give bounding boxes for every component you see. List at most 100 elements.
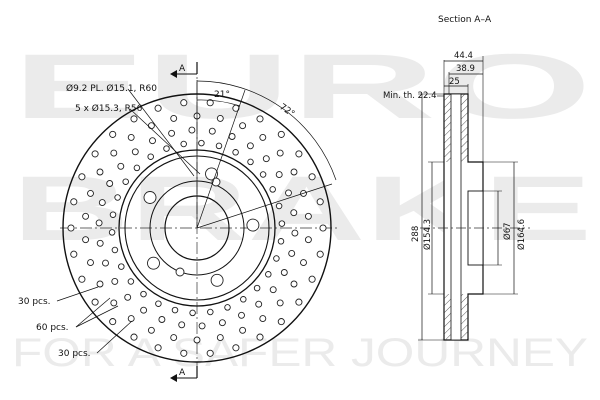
middle-row-hole [82, 212, 90, 220]
outer-row-hole [277, 318, 285, 326]
section-view: Section A–A 44.4 38.9 [383, 15, 530, 341]
middle-row-hole [239, 122, 247, 130]
outer-row-hole [67, 224, 75, 232]
bolt-hole [143, 191, 157, 204]
inner-row-hole [171, 306, 179, 314]
middle-row-hole [110, 149, 118, 157]
middle-row-hole [96, 168, 104, 176]
middle-row-hole [259, 133, 267, 141]
outer-row-hole [70, 250, 78, 258]
middle-row-hole [147, 326, 155, 334]
inner-row-hole [127, 278, 135, 285]
section-marker-bottom: A [170, 366, 198, 382]
hatch-right-plate-top [461, 94, 468, 162]
inner-row-hole [111, 246, 119, 254]
inner-row-hole [109, 211, 117, 218]
inner-row-hole [259, 171, 267, 178]
middle-row-hole [290, 209, 298, 217]
angle-label-21: 21° [214, 90, 230, 100]
middle-row-hole [262, 155, 270, 163]
callout-hole-pcd: Ø9.2 PL. Ø15.1, R60 [66, 83, 157, 94]
inner-row-hole [247, 158, 254, 166]
middle-row-hole [110, 299, 118, 307]
outer-row-hole [319, 224, 327, 232]
middle-row-hole [147, 122, 155, 130]
outer-row-hole [206, 349, 214, 357]
outer-row-hole [109, 318, 117, 326]
dim-hat-outer-diameter-group: Ø164.6 [483, 161, 527, 295]
middle-row-hole [276, 149, 284, 157]
middle-row-hole [178, 321, 186, 329]
outer-row-hole [316, 198, 324, 206]
outer-row-hole [308, 275, 316, 283]
middle-row-hole [275, 171, 283, 179]
middle-row-hole [96, 239, 104, 247]
inner-row-hole [224, 304, 231, 311]
middle-row-hole [87, 189, 94, 197]
inner-row-hole [278, 220, 286, 227]
inner-row-hole [163, 145, 170, 152]
middle-row-hole [117, 162, 125, 170]
watermark-line2: BRAKE [12, 158, 592, 260]
middle-row-hole [246, 142, 254, 150]
dim-bore-diameter: Ø67 [502, 222, 513, 240]
vent-channel [450, 93, 462, 341]
middle-row-hole [102, 259, 109, 267]
middle-row-hole [131, 148, 139, 156]
inner-row-hole [277, 238, 285, 245]
middle-row-hole [291, 229, 299, 237]
locating-hole-lower [175, 267, 185, 277]
outer-row-hole [109, 130, 117, 138]
middle-row-hole [149, 137, 156, 145]
middle-row-hole [87, 259, 94, 267]
middle-row-hole [127, 315, 135, 323]
dim-hat-diameter-group: Ø154.3 [422, 161, 444, 295]
outer-row-hole [70, 198, 78, 206]
middle-row-hole [218, 319, 226, 327]
middle-row-hole [168, 129, 176, 137]
bolt-hole [210, 273, 224, 287]
angle-arc-21 [196, 99, 241, 107]
inner-row-hole [108, 229, 116, 236]
outer-row-hole [130, 333, 138, 341]
outer-row-hole [154, 104, 162, 112]
middle-row-hole [188, 126, 196, 134]
dim-hat-width: 38.9 [456, 64, 475, 74]
dim-overall-width: 44.4 [454, 51, 473, 61]
outer-row-hole [256, 115, 264, 123]
inner-row-hole [215, 142, 223, 150]
outer-row-hole [232, 344, 240, 352]
callout-outer-row: 30 pcs. [18, 297, 51, 307]
middle-row-hole [208, 127, 216, 135]
top-dimensions: 44.4 38.9 25 [443, 51, 484, 162]
middle-row-hole [95, 219, 103, 227]
inner-row-hole [118, 263, 125, 270]
middle-row-hole [269, 286, 277, 294]
middle-row-hole [276, 299, 284, 307]
inner-row-hole [253, 284, 261, 292]
dim-outer-diameter-group: 288 [411, 93, 444, 341]
middle-row-hole [216, 334, 224, 342]
outer-row-hole [295, 298, 303, 306]
middle-row-hole [158, 316, 166, 323]
middle-row-hole [111, 277, 119, 285]
dim-hat-diameter: Ø154.3 [422, 219, 433, 250]
middle-row-hole [193, 336, 201, 344]
cross-drilled-holes [67, 99, 327, 357]
inner-row-hole [232, 149, 239, 156]
inner-row-hole [269, 186, 276, 193]
outer-row-hole [91, 150, 99, 158]
inner-row-hole [240, 296, 247, 303]
inner-row-hole [155, 300, 162, 307]
outer-row-hole [256, 333, 264, 341]
min-thickness-label: Min. th. 22.4 [383, 91, 437, 101]
front-view: 21° 72° A A Ø9.2 PL. Ø15.1, R60 5 x Ø15.… [18, 62, 340, 382]
section-marker-top: A [170, 62, 198, 78]
inner-row-hole [114, 194, 121, 201]
inner-row-hole [140, 290, 147, 298]
middle-row-hole [285, 189, 292, 197]
watermark: EURO BRAKE FOR A SAFER JOURNEY [12, 36, 592, 375]
middle-row-hole [124, 293, 132, 301]
middle-row-hole [228, 133, 236, 140]
dim-hat-outer-diameter: Ø164.6 [516, 219, 527, 250]
